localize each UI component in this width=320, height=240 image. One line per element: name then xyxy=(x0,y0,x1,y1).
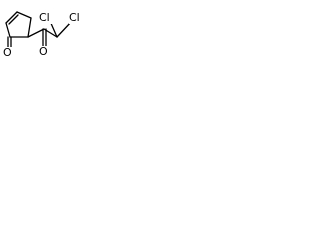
chlorine-label-right: Cl xyxy=(69,11,80,24)
chlorine-label-left: Cl xyxy=(39,11,50,24)
label-mask-o1 xyxy=(2,47,14,59)
ring-bond-c2-c3-double xyxy=(5,11,18,24)
label-mask-cl1 xyxy=(39,12,54,24)
label-mask-cl2 xyxy=(69,12,84,24)
label-mask-o2 xyxy=(38,46,50,58)
oxygen-label-ring: O xyxy=(3,46,12,59)
ring-bond-c4-c5 xyxy=(27,17,32,38)
chemical-structure-diagram: O O Cl Cl xyxy=(2,11,84,59)
chain-bond-ring-to-acyl xyxy=(27,28,45,38)
ring-bond-c2-c3-double-inner xyxy=(8,14,19,25)
ring-bond-c3-c4 xyxy=(16,11,32,19)
oxygen-label-acyl: O xyxy=(39,45,48,58)
ring-bond-c1-c2 xyxy=(5,22,11,38)
atom-label-group: O O Cl Cl xyxy=(2,11,84,59)
